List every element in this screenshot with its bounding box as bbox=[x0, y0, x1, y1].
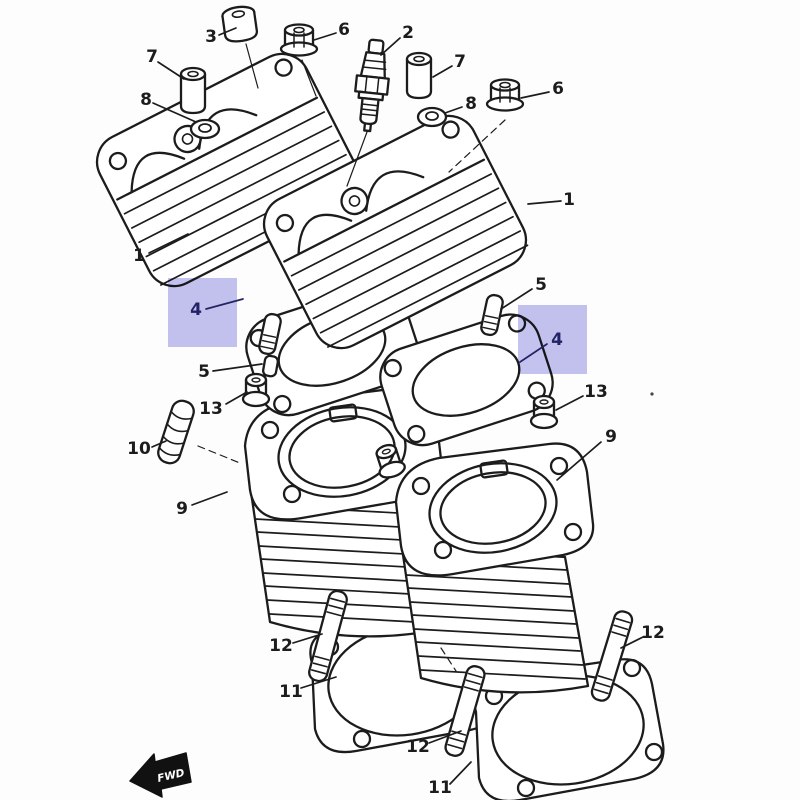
callout-label-8[interactable]: 8 bbox=[140, 90, 152, 110]
callout-label-6[interactable]: 6 bbox=[338, 20, 350, 40]
callout-label-10[interactable]: 10 bbox=[127, 439, 151, 459]
callout-label-4[interactable]: 4 bbox=[551, 330, 563, 350]
callout-label-9[interactable]: 9 bbox=[176, 499, 188, 519]
callout-label-11[interactable]: 11 bbox=[279, 682, 303, 702]
callout-leader-4 bbox=[519, 343, 548, 363]
assembly-axis-lines bbox=[197, 43, 506, 672]
fwd-marker: FWD bbox=[129, 752, 192, 798]
callout-leader-11 bbox=[300, 676, 337, 689]
callout-leader-5 bbox=[212, 363, 263, 372]
callout-label-3[interactable]: 3 bbox=[205, 27, 217, 47]
fwd-arrow-icon bbox=[129, 752, 192, 798]
callout-label-5[interactable]: 5 bbox=[198, 362, 210, 382]
callout-label-4[interactable]: 4 bbox=[190, 300, 202, 320]
callout-label-1[interactable]: 1 bbox=[563, 190, 575, 210]
callout-label-13[interactable]: 13 bbox=[584, 382, 608, 402]
scan-speck bbox=[650, 392, 654, 396]
washer-8-left bbox=[189, 118, 221, 140]
callout-leader-8 bbox=[444, 106, 463, 114]
cap-nut-3 bbox=[221, 5, 258, 43]
engine-drawing bbox=[86, 5, 665, 800]
callout-leader-2 bbox=[380, 37, 401, 56]
callout-leader-7 bbox=[157, 61, 185, 80]
callout-leader-1 bbox=[527, 200, 562, 205]
flange-nut-6-right bbox=[485, 78, 525, 112]
callout-label-12[interactable]: 12 bbox=[641, 623, 665, 643]
callout-label-12[interactable]: 12 bbox=[406, 737, 430, 757]
callout-label-5[interactable]: 5 bbox=[535, 275, 547, 295]
callout-leader-4 bbox=[205, 298, 244, 310]
dowel-13-left bbox=[241, 372, 271, 408]
callout-leader-13 bbox=[225, 391, 248, 405]
callout-leader-8 bbox=[152, 102, 197, 123]
callout-leader-5 bbox=[500, 288, 533, 310]
callout-label-13[interactable]: 13 bbox=[199, 399, 223, 419]
callout-label-8[interactable]: 8 bbox=[465, 94, 477, 114]
callout-label-7[interactable]: 7 bbox=[454, 52, 466, 72]
washer-8-right bbox=[416, 106, 448, 128]
callout-leader-6 bbox=[520, 91, 550, 99]
bolt-below-stud-5-left bbox=[261, 354, 279, 378]
highlight-layer bbox=[168, 278, 587, 374]
callout-leader-9 bbox=[556, 441, 602, 481]
callout-leader-12 bbox=[620, 636, 644, 649]
callout-label-12[interactable]: 12 bbox=[269, 636, 293, 656]
callout-leader-1 bbox=[148, 233, 189, 254]
part-highlight-4[interactable] bbox=[518, 305, 587, 374]
cylinder-block-right bbox=[394, 442, 595, 694]
callout-label-2[interactable]: 2 bbox=[402, 23, 414, 43]
flange-nut-6-left bbox=[279, 23, 319, 57]
callout-label-11[interactable]: 11 bbox=[428, 778, 452, 798]
callout-leader-7 bbox=[432, 65, 453, 78]
stud-10 bbox=[157, 399, 195, 465]
bushing-7-left bbox=[179, 66, 207, 115]
callout-label-9[interactable]: 9 bbox=[605, 427, 617, 447]
callout-label-6[interactable]: 6 bbox=[552, 79, 564, 99]
callout-leader-9 bbox=[191, 491, 228, 506]
callout-leader-3 bbox=[218, 27, 237, 36]
part-highlight-4[interactable] bbox=[168, 278, 237, 347]
callout-leader-12 bbox=[428, 730, 462, 744]
callout-label-7[interactable]: 7 bbox=[146, 47, 158, 67]
spark-plug-2 bbox=[354, 38, 390, 133]
callout-leader-10 bbox=[151, 440, 167, 448]
callout-leader-11 bbox=[449, 761, 472, 785]
callout-label-1[interactable]: 1 bbox=[133, 246, 145, 266]
callout-leader-12 bbox=[292, 633, 323, 644]
callout-leader-13 bbox=[555, 395, 584, 411]
callout-leader-6 bbox=[313, 32, 337, 41]
bushing-7-right bbox=[405, 51, 433, 100]
dowel-13-right bbox=[529, 394, 559, 430]
